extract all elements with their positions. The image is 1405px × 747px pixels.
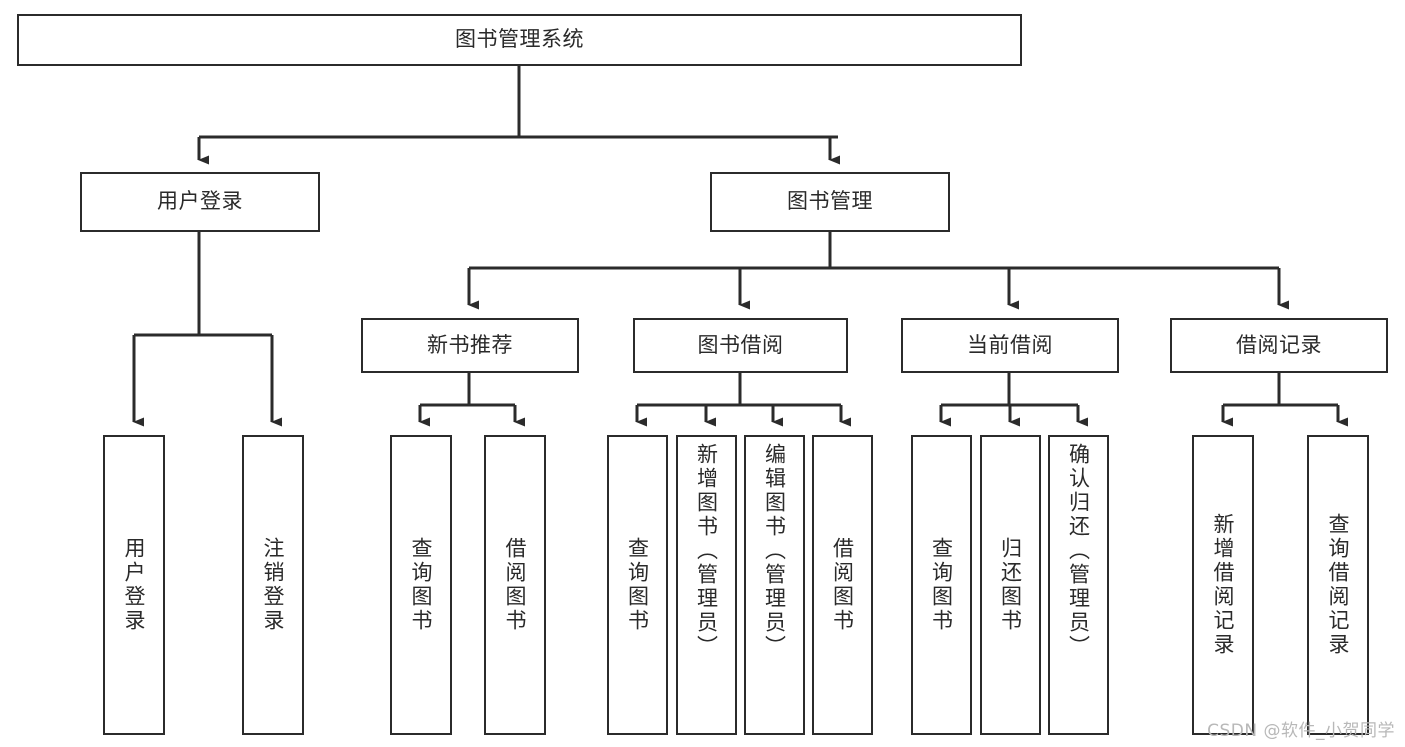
node-root-label: 图书管理系统 xyxy=(455,27,584,52)
leaf-record-add[interactable]: 新增借阅记录 xyxy=(1192,435,1254,735)
leaf-user-login-login[interactable]: 用户登录 xyxy=(103,435,165,735)
leaf-current-confirm-return-label: 确认归还（管理员） xyxy=(1066,443,1091,659)
node-book-borrow[interactable]: 图书借阅 xyxy=(633,318,848,373)
node-root-book-management-system[interactable]: 图书管理系统 xyxy=(17,14,1022,66)
leaf-current-confirm-return[interactable]: 确认归还（管理员） xyxy=(1048,435,1109,735)
leaf-borrow-add-book-label: 新增图书（管理员） xyxy=(694,443,719,659)
leaf-new-book-query[interactable]: 查询图书 xyxy=(390,435,452,735)
leaf-borrow-query-book-label: 查询图书 xyxy=(625,537,650,633)
leaf-borrow-edit-book-label: 编辑图书（管理员） xyxy=(762,443,787,659)
leaf-borrow-add-book[interactable]: 新增图书（管理员） xyxy=(676,435,737,735)
leaf-user-login-logout[interactable]: 注销登录 xyxy=(242,435,304,735)
node-book-management-label: 图书管理 xyxy=(787,189,873,214)
leaf-user-login-logout-label: 注销登录 xyxy=(261,537,286,633)
node-book-borrow-label: 图书借阅 xyxy=(697,332,784,357)
leaf-new-book-borrow[interactable]: 借阅图书 xyxy=(484,435,546,735)
leaf-record-add-label: 新增借阅记录 xyxy=(1211,513,1236,657)
leaf-borrow-edit-book[interactable]: 编辑图书（管理员） xyxy=(744,435,805,735)
node-borrow-record-label: 借阅记录 xyxy=(1236,332,1322,357)
leaf-current-query-book[interactable]: 查询图书 xyxy=(911,435,972,735)
node-new-book-recommend-label: 新书推荐 xyxy=(427,332,513,357)
leaf-new-book-query-label: 查询图书 xyxy=(409,537,434,633)
leaf-borrow-borrow-book-label: 借阅图书 xyxy=(830,537,855,633)
node-current-borrow[interactable]: 当前借阅 xyxy=(901,318,1119,373)
leaf-borrow-borrow-book[interactable]: 借阅图书 xyxy=(812,435,873,735)
leaf-new-book-borrow-label: 借阅图书 xyxy=(503,537,528,633)
leaf-borrow-query-book[interactable]: 查询图书 xyxy=(607,435,668,735)
node-borrow-record[interactable]: 借阅记录 xyxy=(1170,318,1388,373)
csdn-watermark: CSDN @软件_小贺同学 xyxy=(1207,721,1395,741)
node-book-management[interactable]: 图书管理 xyxy=(710,172,950,232)
leaf-current-return-book-label: 归还图书 xyxy=(998,537,1023,633)
leaf-current-query-book-label: 查询图书 xyxy=(929,537,954,633)
leaf-user-login-login-label: 用户登录 xyxy=(122,537,147,633)
leaf-record-query[interactable]: 查询借阅记录 xyxy=(1307,435,1369,735)
node-new-book-recommend[interactable]: 新书推荐 xyxy=(361,318,579,373)
leaf-current-return-book[interactable]: 归还图书 xyxy=(980,435,1041,735)
node-current-borrow-label: 当前借阅 xyxy=(967,332,1053,357)
leaf-record-query-label: 查询借阅记录 xyxy=(1326,513,1351,657)
node-user-login[interactable]: 用户登录 xyxy=(80,172,320,232)
node-user-login-label: 用户登录 xyxy=(157,189,243,214)
